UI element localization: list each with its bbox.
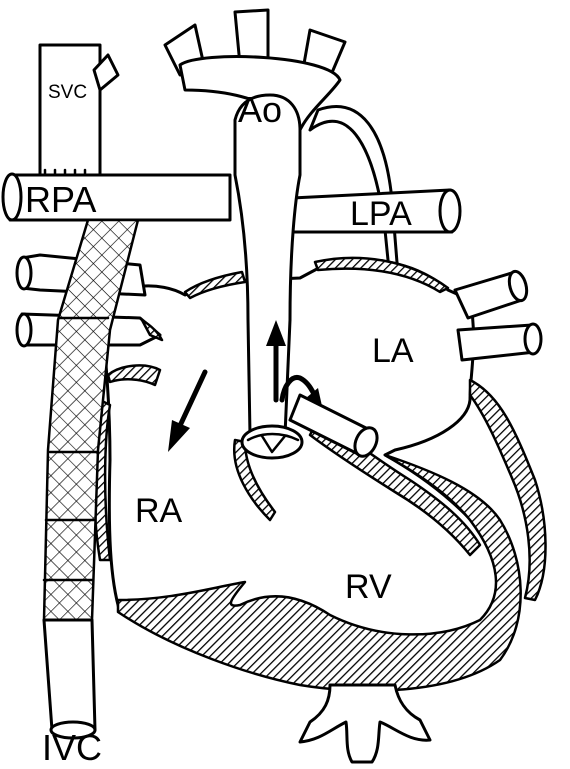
label-ra: RA [135, 492, 183, 530]
left-pulmonary-veins [455, 269, 541, 360]
abdominal-aorta [300, 685, 430, 762]
label-lpa: LPA [350, 195, 412, 233]
label-svc: SVC [48, 82, 87, 103]
label-la: LA [372, 332, 414, 370]
label-ivc: IVC [42, 727, 102, 768]
label-ao: Ao [238, 89, 282, 130]
label-rpa: RPA [25, 179, 96, 220]
label-rv: RV [345, 568, 392, 606]
